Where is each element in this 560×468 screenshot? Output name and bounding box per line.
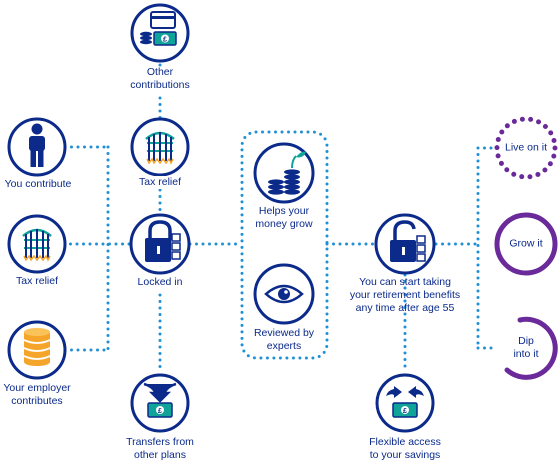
svg-text:£: £ xyxy=(163,36,167,43)
portcullis-icon xyxy=(22,228,52,262)
padlock-icon xyxy=(145,220,181,262)
money-grow-node xyxy=(253,142,315,204)
transfer-arrows-icon: £ xyxy=(386,386,424,418)
grow-it-ring xyxy=(494,212,558,276)
transfer-arrows-icon: £ xyxy=(143,382,177,418)
retirement-node xyxy=(374,213,436,275)
you-contribute-node xyxy=(7,117,67,177)
tax-relief-left-label: Tax relief xyxy=(15,275,59,287)
growing-coins-icon xyxy=(268,151,306,195)
retirement-label-line-2: your retirement benefits xyxy=(349,289,461,301)
eye-icon xyxy=(264,284,304,304)
tax-relief-left-node xyxy=(7,214,67,274)
person-icon xyxy=(29,123,45,167)
svg-text:£: £ xyxy=(158,408,162,415)
tax-relief-top-node xyxy=(130,117,190,177)
retirement-label-line-3: any time after age 55 xyxy=(355,302,455,314)
connectors xyxy=(62,63,498,372)
flexible-access-node: £ xyxy=(375,373,435,433)
locked-in-label: Locked in xyxy=(137,276,183,288)
live-on-it-label: Live on it xyxy=(504,141,548,154)
other-contributions-node: £ xyxy=(130,3,190,63)
you-contribute-label: You contribute xyxy=(4,178,72,190)
tax-relief-top-label: Tax relief xyxy=(136,176,184,189)
dip-into-it-ring xyxy=(504,316,558,380)
connector-retirement-to-outcomes xyxy=(434,146,498,350)
coin-stack-icon xyxy=(23,328,51,366)
reviewed-node xyxy=(253,263,315,325)
retirement-label: You can start taking your retirement ben… xyxy=(350,276,460,315)
retirement-label-line-1: You can start taking xyxy=(359,276,451,288)
transfers-node: £ xyxy=(130,373,190,433)
grow-it-label: Grow it xyxy=(509,237,543,250)
employer-contributes-node xyxy=(7,320,67,380)
svg-text:£: £ xyxy=(403,408,407,415)
open-padlock-icon xyxy=(390,220,426,262)
locked-in-node xyxy=(129,213,191,275)
portcullis-icon xyxy=(145,131,175,165)
card-and-coins-icon: £ xyxy=(140,11,177,46)
live-on-it-ring xyxy=(494,116,558,180)
